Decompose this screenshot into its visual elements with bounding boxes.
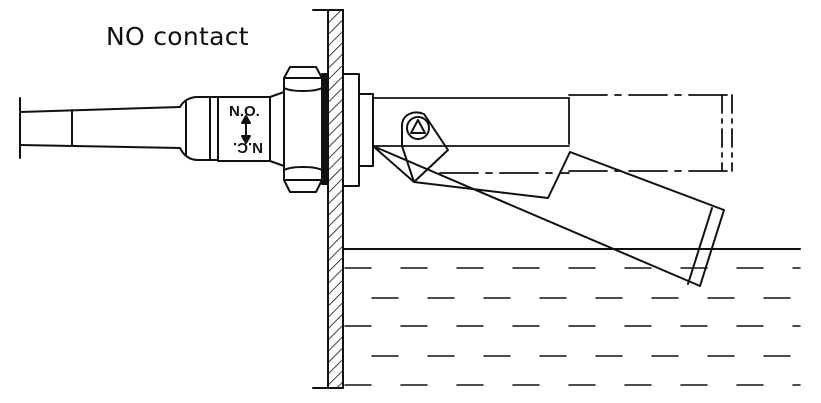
no-label: N.O.: [229, 103, 260, 120]
cable: [19, 97, 181, 159]
switch-body: [217, 91, 285, 167]
float-arm-raised-outline: [372, 94, 733, 174]
pivot-icon: [406, 116, 430, 140]
nc-label: N.C.: [233, 139, 263, 156]
float-body: [372, 145, 725, 287]
inner-flange: [342, 73, 374, 187]
tank-wall: [312, 9, 344, 389]
mode-arrow-icon: [241, 115, 251, 144]
hinge-link: [401, 111, 449, 183]
cable-grommet: [179, 96, 219, 161]
water-body: [344, 267, 801, 386]
diagram-title: NO contact: [106, 22, 249, 51]
